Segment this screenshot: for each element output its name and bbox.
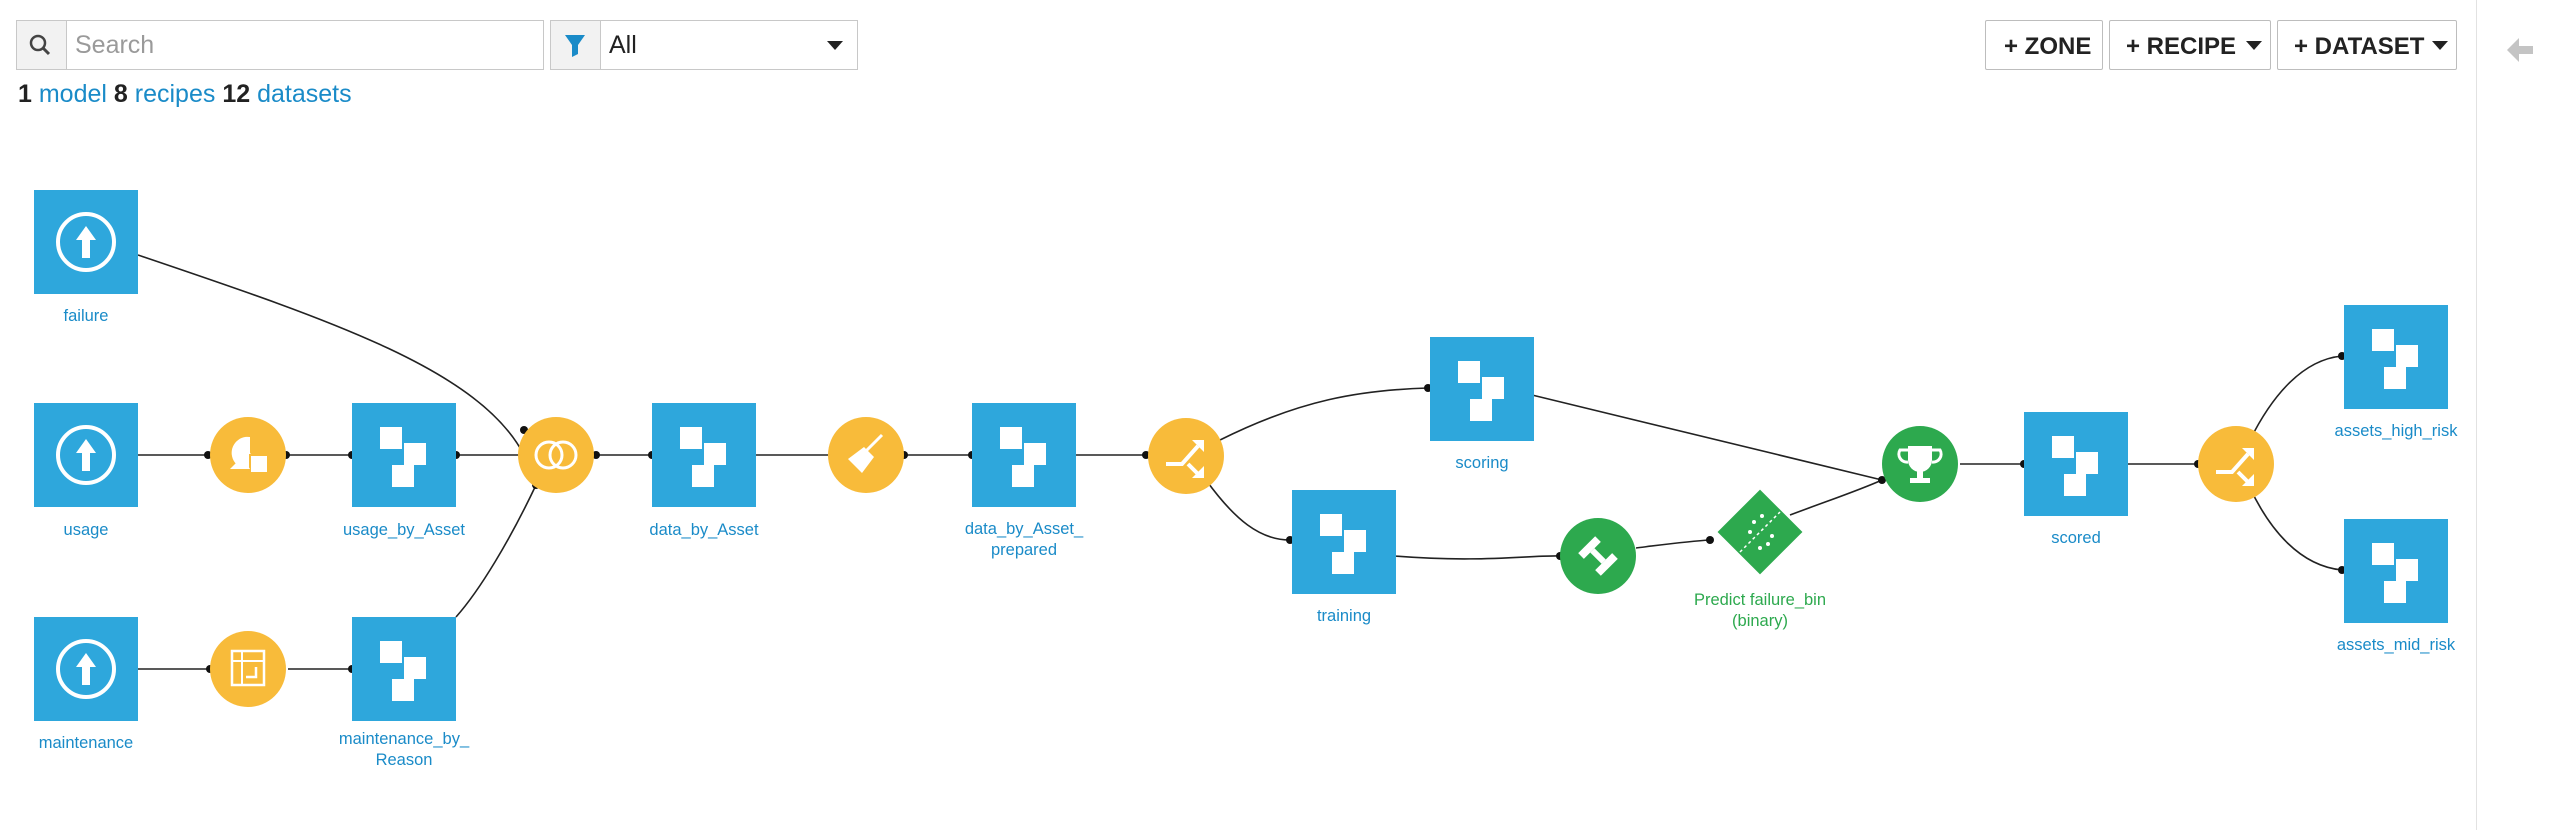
model-count: 1 (18, 80, 32, 108)
add-dataset-label: + DATASET (2294, 33, 2425, 60)
join-recipe-icon (534, 440, 578, 470)
dataset-usage-by-asset[interactable] (352, 403, 456, 507)
filter-value: All (609, 31, 637, 59)
add-recipe-label: + RECIPE (2126, 33, 2237, 60)
split-recipe-2[interactable] (2198, 426, 2274, 502)
split-recipe[interactable] (1148, 418, 1224, 494)
dataset-label[interactable]: data_by_Asset (649, 521, 759, 539)
cubes-icon (1320, 514, 1366, 574)
dataset-assets-high-risk[interactable] (2344, 305, 2448, 409)
models-link[interactable]: model (38, 80, 107, 108)
model-icon (1717, 489, 1803, 575)
dataset-failure[interactable] (34, 190, 138, 294)
cubes-icon (2372, 329, 2418, 389)
chevron-down-icon (2246, 41, 2262, 50)
split-recipe-icon (1166, 440, 1204, 478)
upload-icon (56, 639, 116, 699)
dataset-label[interactable]: assets_mid_risk (2336, 636, 2456, 654)
model-label[interactable]: Predict failure_bin (binary) (1693, 591, 1827, 630)
join-recipe[interactable] (518, 417, 594, 493)
group-recipe-icon (230, 436, 269, 474)
pivot-recipe[interactable] (210, 631, 286, 707)
chevron-down-icon (2432, 41, 2448, 50)
dataset-maintenance-by-reason[interactable] (352, 617, 456, 721)
add-recipe-button[interactable]: + RECIPE (2109, 20, 2271, 70)
model-predict-failure-bin[interactable] (1710, 482, 1810, 582)
cubes-icon (380, 641, 426, 701)
datasets-link[interactable]: datasets (257, 80, 352, 108)
flow-summary: 1 model 8 recipes 12 datasets (18, 80, 352, 109)
dataset-data-by-asset[interactable] (652, 403, 756, 507)
add-zone-button[interactable]: + ZONE (1985, 20, 2103, 70)
dataset-label[interactable]: training (1316, 607, 1372, 625)
chevron-down-icon (827, 41, 843, 50)
prepare-recipe-icon (848, 433, 884, 473)
dumbbell-icon (1578, 536, 1618, 576)
dataset-label[interactable]: usage_by_Asset (342, 521, 465, 539)
split-recipe-icon (2216, 448, 2254, 486)
add-zone-label: + ZONE (2004, 33, 2092, 60)
cubes-icon (2372, 543, 2418, 603)
cubes-icon (2052, 436, 2098, 496)
filter-select[interactable]: All (550, 20, 858, 70)
trophy-icon (1897, 446, 1943, 483)
search-input[interactable] (69, 21, 539, 69)
search-box[interactable] (16, 20, 544, 70)
group-recipe[interactable] (210, 417, 286, 493)
dataset-maintenance[interactable] (34, 617, 138, 721)
dataset-scored[interactable] (2024, 412, 2128, 516)
right-panel (2476, 0, 2556, 830)
dataset-label[interactable]: usage (63, 521, 109, 539)
cubes-icon (1458, 361, 1504, 421)
search-icon[interactable] (17, 21, 67, 69)
pivot-recipe-icon (230, 649, 266, 687)
dataset-label[interactable]: scoring (1455, 454, 1509, 472)
dataset-label[interactable]: scored (2051, 529, 2101, 547)
recipes-link[interactable]: recipes (134, 80, 216, 108)
cubes-icon (1000, 427, 1046, 487)
upload-icon (56, 425, 116, 485)
recipe-count: 8 (113, 80, 128, 108)
dataset-assets-mid-risk[interactable] (2344, 519, 2448, 623)
dataset-label[interactable]: assets_high_risk (2334, 422, 2458, 440)
dataset-label[interactable]: data_by_Asset_ prepared (964, 520, 1084, 559)
cubes-icon (680, 427, 726, 487)
dataset-usage[interactable] (34, 403, 138, 507)
dataset-data-by-asset-prepared[interactable] (972, 403, 1076, 507)
collapse-arrow-icon[interactable] (2499, 30, 2539, 70)
dataset-scoring[interactable] (1430, 337, 1534, 441)
dataset-training[interactable] (1292, 490, 1396, 594)
score-recipe[interactable] (1882, 426, 1958, 502)
dataset-label[interactable]: maintenance_by_ Reason (338, 730, 470, 769)
add-dataset-button[interactable]: + DATASET (2277, 20, 2457, 70)
dataset-count: 12 (222, 80, 251, 108)
train-recipe[interactable] (1560, 518, 1636, 594)
dataset-label[interactable]: maintenance (38, 734, 134, 752)
prepare-recipe[interactable] (828, 417, 904, 493)
dataset-label[interactable]: failure (63, 307, 109, 325)
cubes-icon (380, 427, 426, 487)
filter-icon[interactable] (551, 21, 601, 69)
upload-icon (56, 212, 116, 272)
